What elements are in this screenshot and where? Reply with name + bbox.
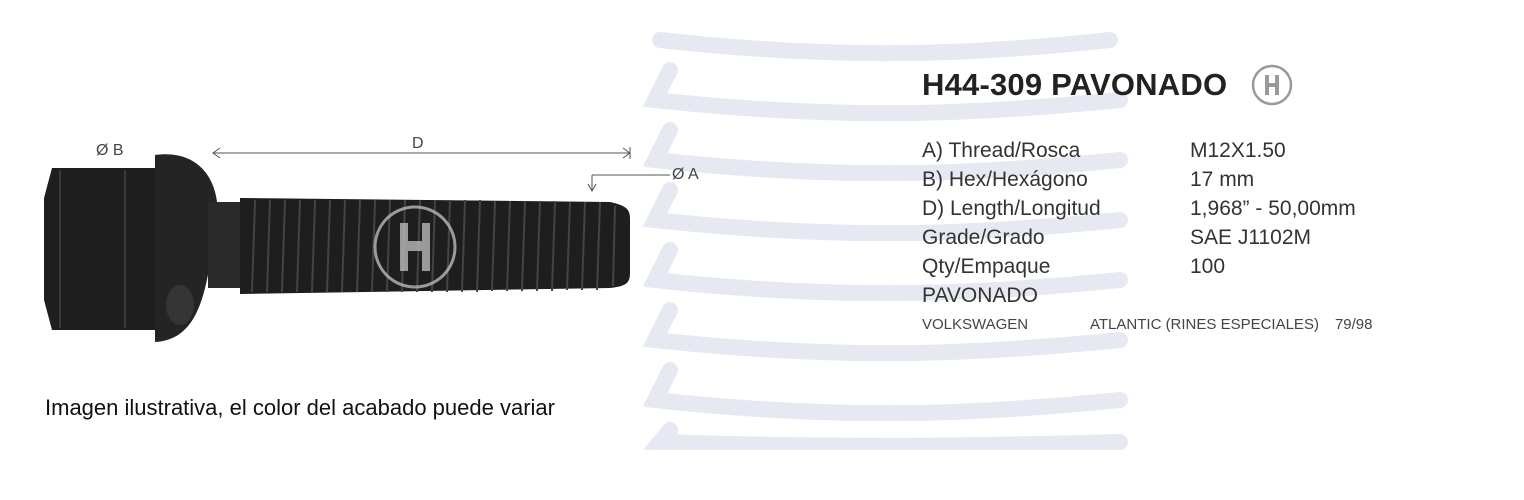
spec-value: M12X1.50 [1190, 139, 1286, 162]
product-title: H44-309 PAVONADO [922, 67, 1228, 102]
spec-value: 100 [1190, 255, 1226, 278]
dimension-b-label: Ø B [96, 142, 124, 159]
spec-row-length: D) Length/Longitud 1,968” - 50,00mm [922, 194, 1373, 223]
finish-label: PAVONADO [922, 284, 1038, 307]
background-watermark [642, 32, 1128, 450]
spec-label: Qty/Empaque [922, 255, 1051, 278]
spec-label: B) Hex/Hexágono [922, 168, 1088, 191]
brand-logo-icon [1252, 64, 1293, 106]
dimension-d-label: D [412, 135, 424, 152]
spec-row-hex: B) Hex/Hexágono 17 mm [922, 165, 1373, 194]
dimension-a-label: Ø A [672, 166, 699, 183]
title-row: H44-309 PAVONADO [922, 64, 1293, 106]
spec-label: D) Length/Longitud [922, 197, 1101, 220]
application-make: VOLKSWAGEN [922, 316, 1029, 333]
spec-list: A) Thread/Rosca M12X1.50 B) Hex/Hexágono… [922, 136, 1373, 333]
spec-row-grade: Grade/Grado SAE J1102M [922, 223, 1373, 252]
image-caption: Imagen ilustrativa, el color del acabado… [45, 395, 555, 420]
spec-value: 1,968” - 50,00mm [1190, 197, 1356, 220]
spec-value: SAE J1102M [1190, 226, 1312, 249]
spec-value: 17 mm [1190, 168, 1255, 191]
bolt-illustration [44, 147, 670, 342]
spec-label: Grade/Grado [922, 226, 1045, 249]
product-image: Ø B D Ø A [30, 120, 730, 360]
application-row: VOLKSWAGEN ATLANTIC (RINES ESPECIALES) 7… [922, 316, 1373, 333]
application-model: ATLANTIC (RINES ESPECIALES) [1090, 316, 1319, 333]
spec-label: A) Thread/Rosca [922, 139, 1081, 162]
application-years: 79/98 [1334, 316, 1373, 333]
spec-row-thread: A) Thread/Rosca M12X1.50 [922, 136, 1373, 165]
spec-row-quantity: Qty/Empaque 100 [922, 252, 1373, 281]
